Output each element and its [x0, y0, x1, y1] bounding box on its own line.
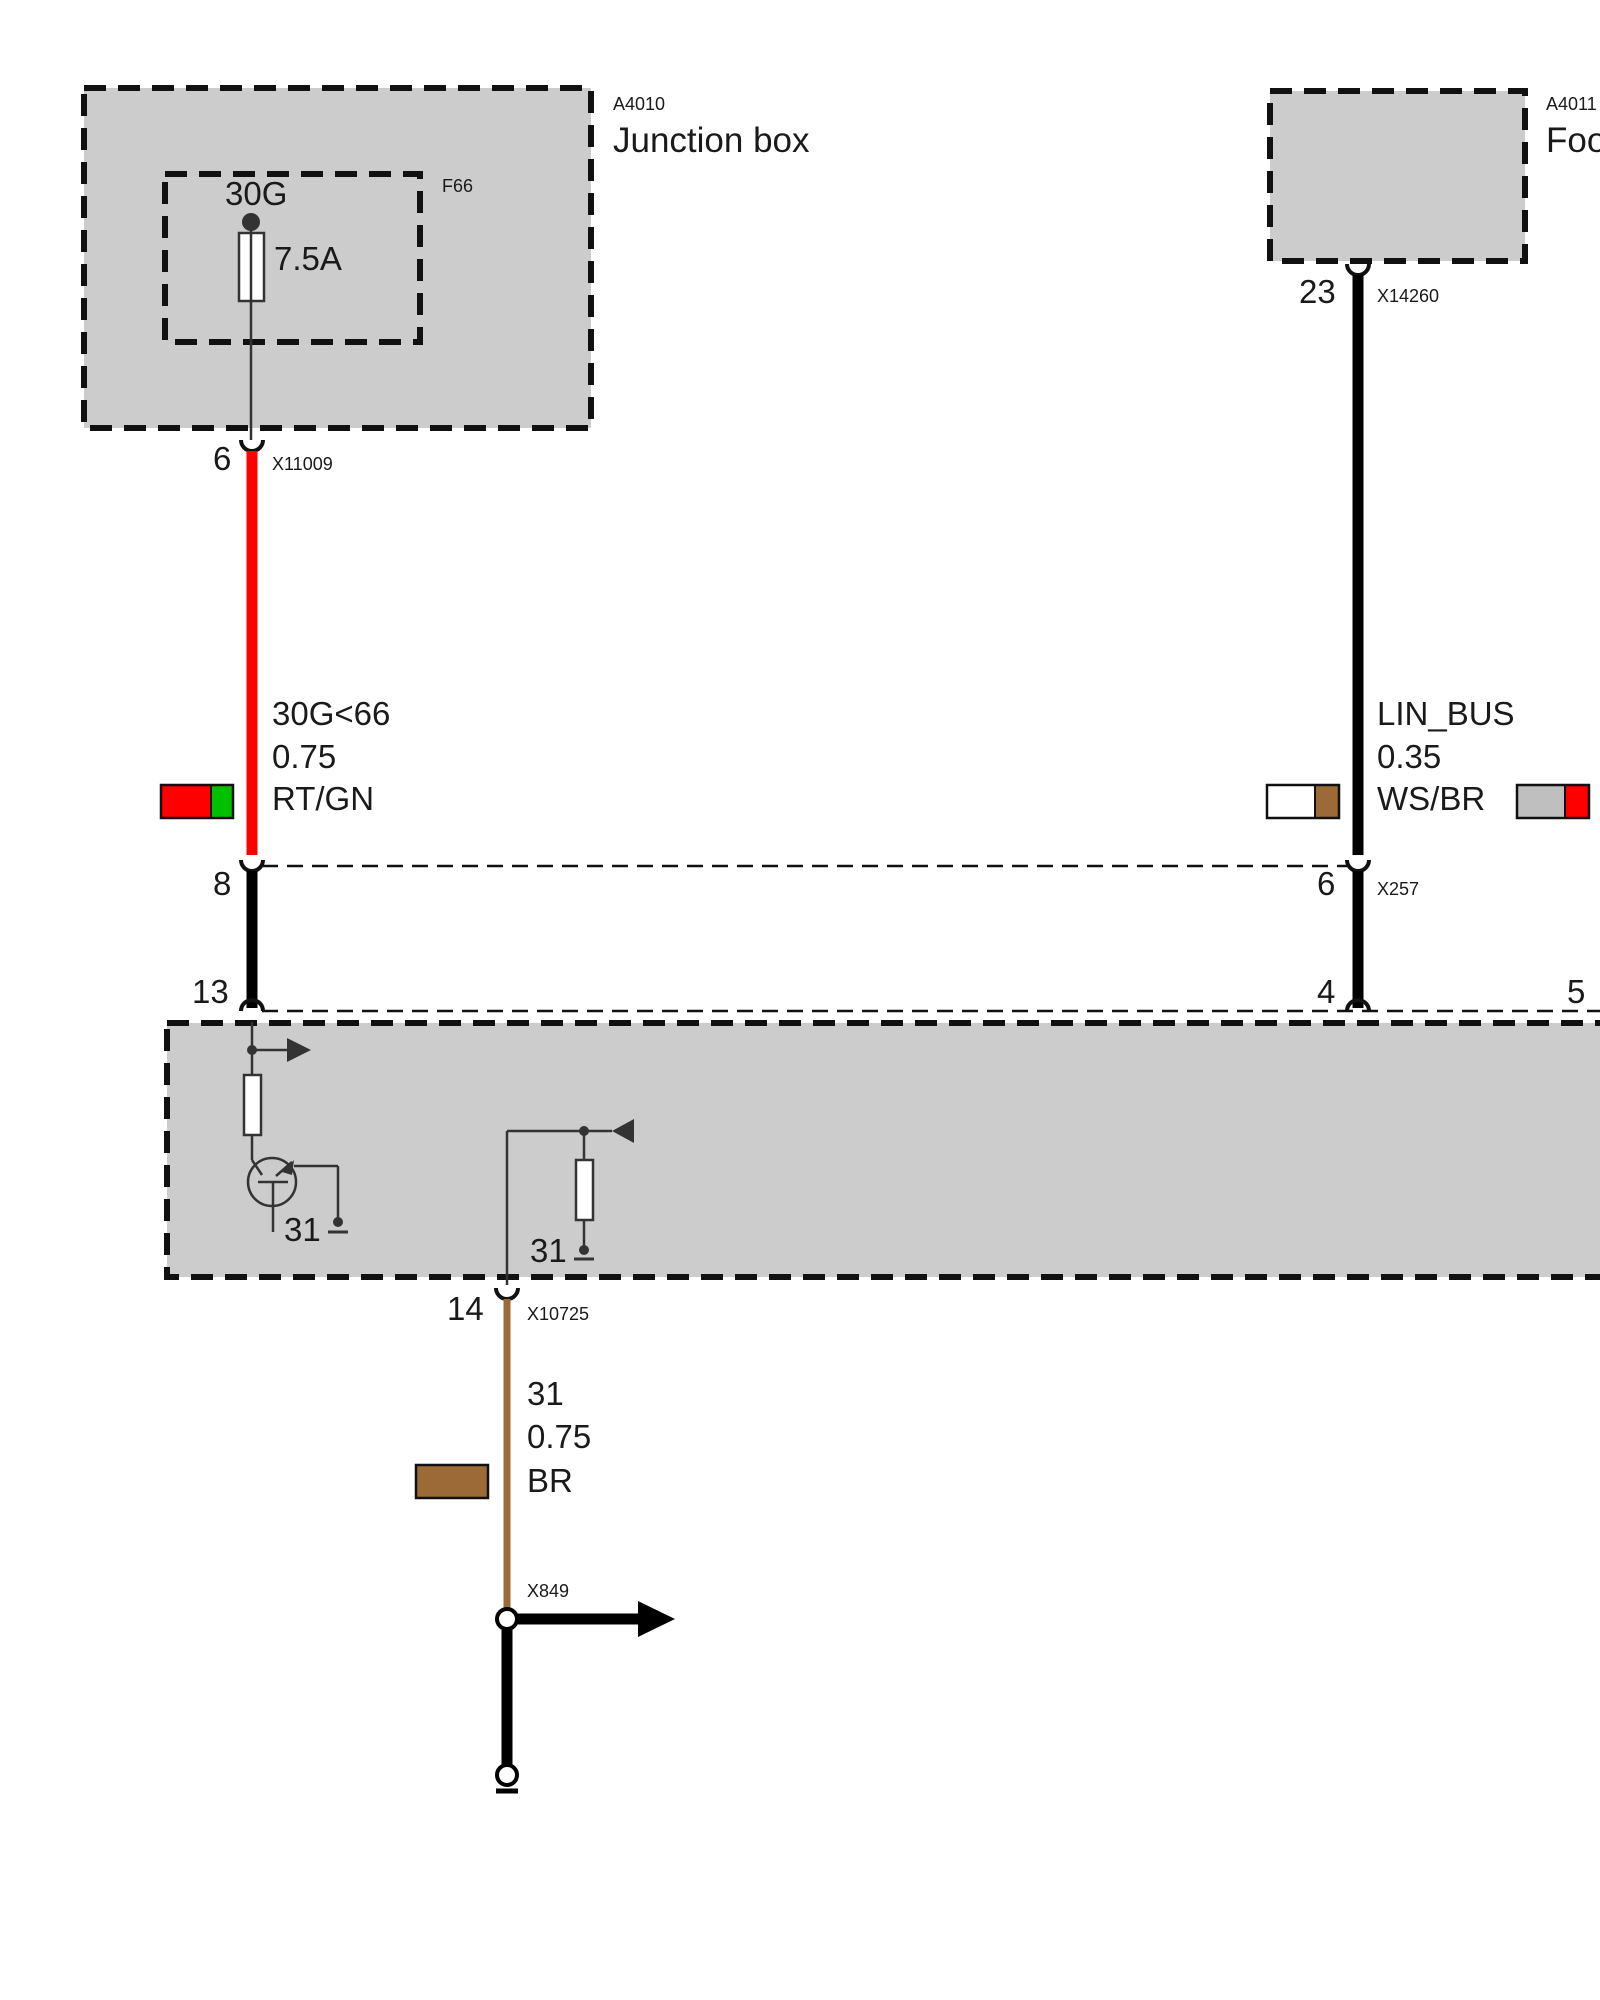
- connector-x10725-id: X10725: [527, 1304, 589, 1324]
- connector-x257-pin-left: 8: [213, 865, 231, 902]
- foot-module[interactable]: A4011 Foo: [1267, 88, 1600, 264]
- connector-x10725-pin: 14: [447, 1290, 484, 1327]
- connector-x257-right-socket-icon: [1345, 859, 1371, 873]
- wire-ground-color-code: BR: [527, 1462, 573, 1499]
- splice-x849-id: X849: [527, 1581, 569, 1601]
- wire-ground[interactable]: 31 0.75 BR: [414, 1299, 591, 1619]
- module-pin-13-socket-icon: [239, 998, 265, 1012]
- module-ground-label-left: 31: [284, 1211, 321, 1248]
- signal-input-arrow-icon: [612, 1119, 634, 1143]
- wire-lin-bus-color-swatch: [1265, 783, 1341, 820]
- module-pin-4-socket-icon: [1345, 998, 1371, 1012]
- fuse-f66[interactable]: F66 30G 7.5A: [162, 171, 473, 440]
- module-ground-label-right: 31: [530, 1232, 567, 1269]
- control-module[interactable]: 13 4 5 31: [164, 973, 1600, 1285]
- wire-power-gauge: 0.75: [272, 738, 336, 775]
- connector-x10725[interactable]: 14 X10725: [447, 1287, 589, 1327]
- connector-x257-pin-right: 6: [1317, 865, 1335, 902]
- wire-ground-gauge: 0.75: [527, 1418, 591, 1455]
- junction-box-id: A4010: [613, 94, 665, 114]
- connector-x11009-socket-icon: [239, 439, 265, 453]
- connector-x14260-pin: 23: [1299, 273, 1336, 310]
- module-pin-5: 5: [1567, 973, 1585, 1010]
- resistor-icon: [574, 1158, 595, 1222]
- connector-x257[interactable]: 8 6 X257: [213, 859, 1419, 902]
- resistor-icon: [242, 1073, 263, 1137]
- module-transistor-circuit: 31: [242, 1022, 348, 1248]
- wire-lin-bus-color-code: WS/BR: [1377, 780, 1485, 817]
- signal-output-arrow-icon: [287, 1038, 311, 1062]
- ground-terminal-dot: [495, 1763, 519, 1787]
- fuse-terminal-label: 30G: [225, 175, 287, 212]
- wire-lin-bus-signal: LIN_BUS: [1377, 695, 1515, 732]
- foot-module-id: A4011: [1546, 94, 1597, 114]
- splice-x849[interactable]: X849: [495, 1581, 675, 1794]
- connector-x14260-socket-icon: [1345, 263, 1371, 277]
- wire-lin-bus[interactable]: LIN_BUS 0.35 WS/BR: [1265, 275, 1591, 855]
- connector-x11009-id: X11009: [272, 454, 333, 474]
- fuse-id: F66: [442, 176, 473, 196]
- wire-ground-signal: 31: [527, 1375, 564, 1412]
- fuse-rating: 7.5A: [274, 240, 342, 277]
- wire-ground-color-swatch: [414, 1463, 490, 1500]
- module-pin-4: 4: [1317, 973, 1335, 1010]
- connector-x257-left-socket-icon: [239, 859, 265, 873]
- connector-x257-id: X257: [1377, 879, 1419, 899]
- connector-x14260[interactable]: 23 X14260: [1299, 263, 1439, 310]
- module-pin-13: 13: [192, 973, 229, 1010]
- wire-continuation-color-swatch: [1515, 783, 1591, 820]
- connector-x11009[interactable]: 6 X11009: [213, 439, 333, 477]
- wire-power-color-swatch: [159, 783, 235, 820]
- splice-continuation-arrow-icon: [638, 1601, 675, 1637]
- module-ground-circuit: 31: [505, 1119, 634, 1285]
- fuse-outline: [162, 171, 423, 345]
- wire-power[interactable]: 30G<66 0.75 RT/GN: [159, 451, 390, 855]
- connector-x14260-id: X14260: [1377, 286, 1439, 306]
- connector-x10725-socket-icon: [494, 1287, 520, 1301]
- junction-box-name: Junction box: [613, 121, 810, 160]
- foot-module-outline: [1267, 88, 1528, 264]
- foot-module-name: Foo: [1546, 121, 1600, 160]
- connector-x11009-pin: 6: [213, 440, 231, 477]
- junction-box[interactable]: A4010 Junction box: [81, 85, 810, 431]
- junction-box-outline: [81, 85, 594, 431]
- wire-lin-bus-gauge: 0.35: [1377, 738, 1441, 775]
- splice-point-icon: [495, 1607, 519, 1631]
- wire-power-color-code: RT/GN: [272, 780, 374, 817]
- control-module-outline: [164, 1020, 1600, 1280]
- wire-power-signal: 30G<66: [272, 695, 390, 732]
